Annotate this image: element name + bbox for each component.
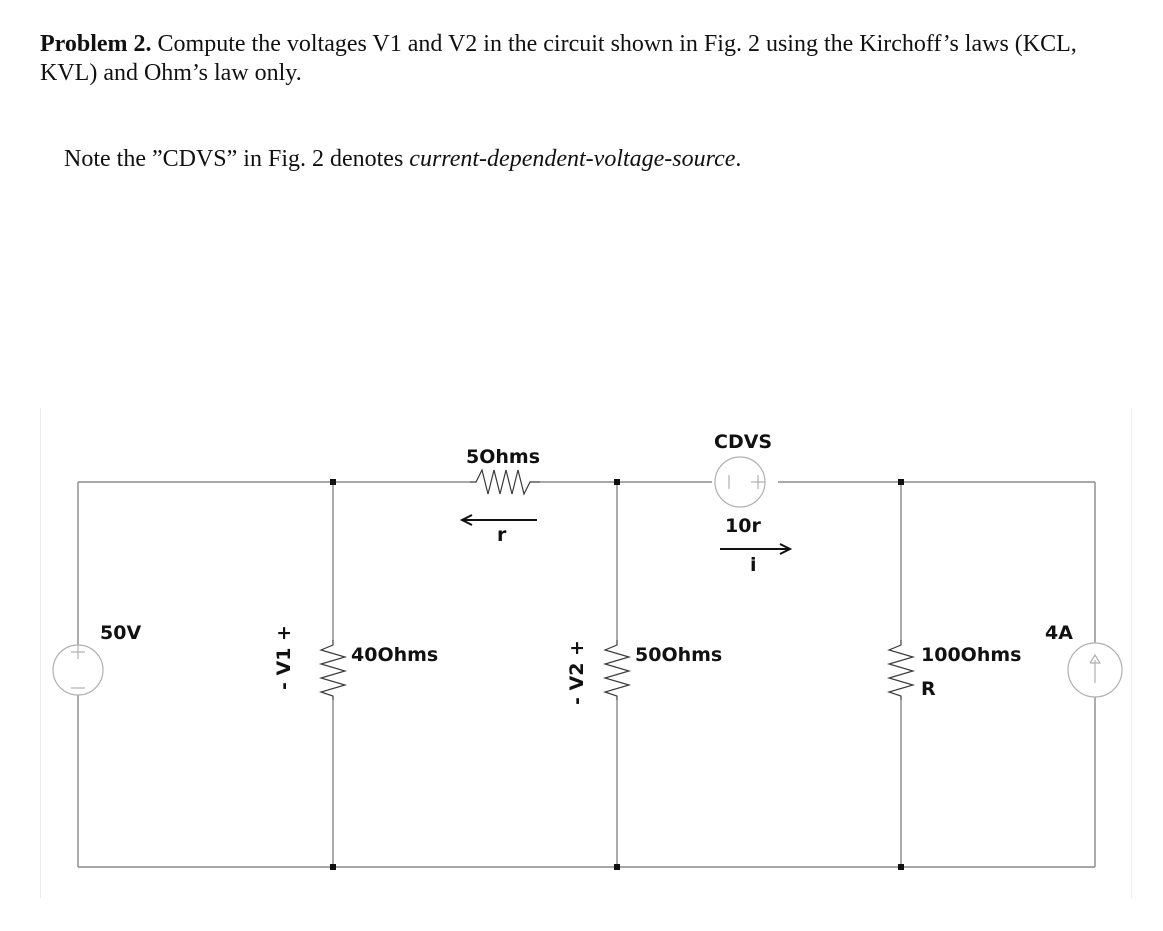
label-10r: 10r: [725, 515, 761, 537]
note-prefix: Note the ”CDVS” in Fig. 2 denotes: [64, 146, 410, 172]
label-50v: 50V: [100, 622, 141, 644]
source-arrow-head: [1089, 653, 1102, 664]
node-dot: [898, 864, 904, 870]
node-dot: [614, 864, 620, 870]
note-suffix: .: [735, 146, 742, 172]
figure-frame: [40, 408, 1132, 898]
label-cdvs: CDVS: [714, 431, 772, 453]
note-emphasis: current-dependent-voltage-source: [409, 146, 736, 172]
resistor-50ohm: [602, 640, 632, 700]
label-40ohms: 40Ohms: [351, 644, 438, 666]
current-source-4a: [1067, 642, 1123, 698]
node-dot: [614, 479, 620, 485]
problem-text: Compute the voltages V1 and V2 in the ci…: [40, 31, 1077, 86]
current-arrow-r-head: [459, 514, 473, 526]
label-100ohms: 100Ohms: [921, 644, 1021, 666]
node-dot: [330, 864, 336, 870]
label-r: R: [921, 678, 936, 700]
resistor-40ohm: [318, 640, 348, 700]
note-paragraph: Note the ”CDVS” in Fig. 2 denotes curren…: [64, 145, 741, 174]
node-dot: [330, 479, 336, 485]
current-arrow-i-head: [779, 543, 793, 555]
resistor-100ohm: [886, 640, 916, 700]
label-5ohms: 5Ohms: [466, 446, 540, 468]
problem-number: Problem 2.: [40, 31, 152, 57]
label-50ohms: 50Ohms: [635, 644, 722, 666]
label-v1: - V1 +: [273, 625, 295, 690]
label-v2: - V2 +: [566, 640, 588, 705]
problem-statement: Problem 2. Compute the voltages V1 and V…: [40, 30, 1120, 88]
resistor-5ohm: [470, 468, 540, 496]
label-4a: 4A: [1045, 622, 1073, 644]
node-dot: [898, 479, 904, 485]
label-current-i: i: [750, 554, 757, 576]
label-current-r: r: [497, 524, 507, 546]
